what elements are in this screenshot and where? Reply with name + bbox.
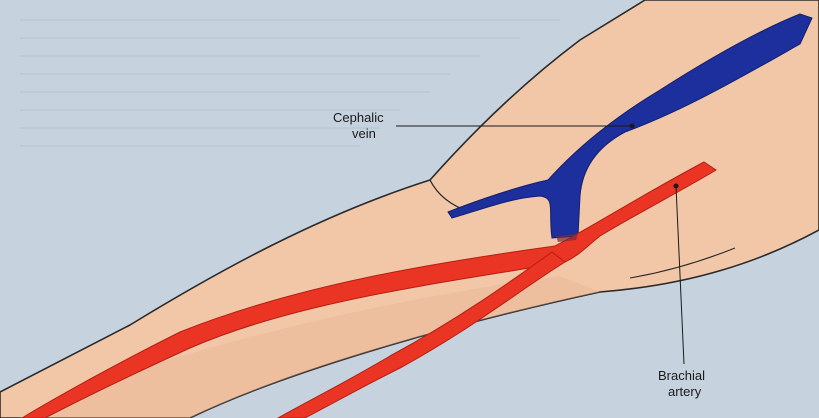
- cephalic-vein-label-line2: vein: [352, 126, 376, 141]
- brachial-leader-dot: [674, 184, 679, 189]
- brachial-artery-label-line1: Brachial: [658, 368, 705, 383]
- brachial-artery-label-line2: artery: [668, 384, 702, 399]
- cephalic-vein-label-line1: Cephalic: [333, 110, 384, 125]
- cephalic-leader-dot: [630, 124, 635, 129]
